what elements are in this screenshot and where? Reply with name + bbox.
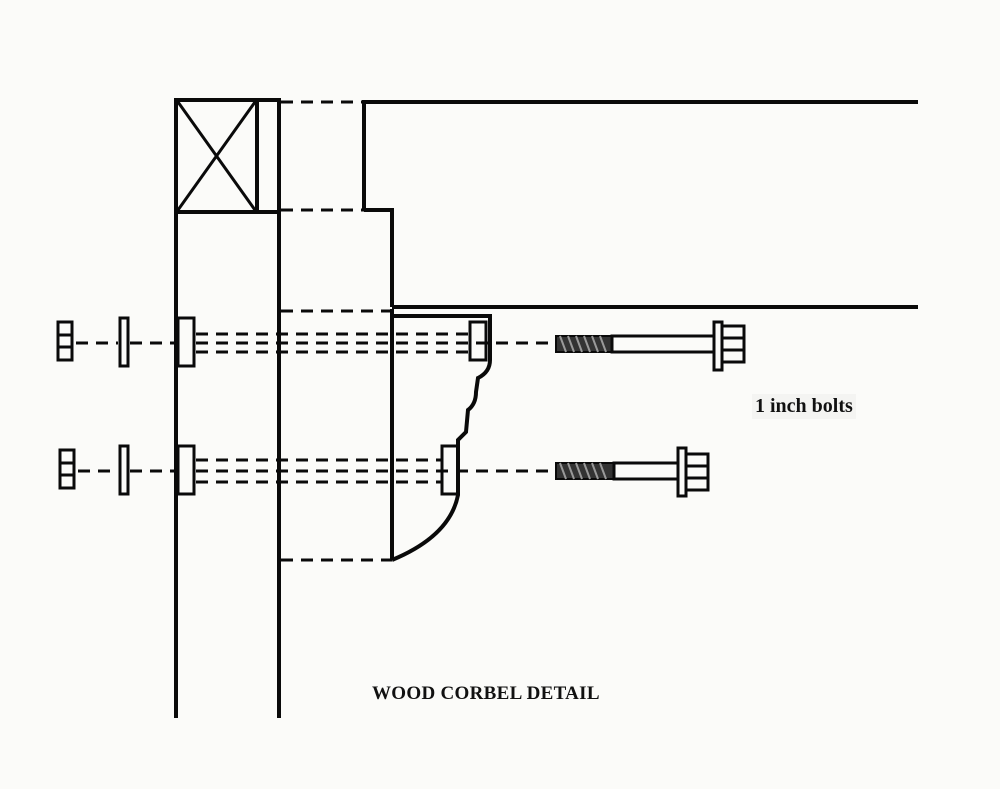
corbel: [281, 309, 492, 562]
nut-icon: [56, 320, 74, 362]
bolts-label: 1 inch bolts: [752, 394, 856, 419]
post-cross-section: [174, 98, 279, 214]
washer-icon: [118, 316, 130, 368]
beam: [281, 100, 918, 309]
top-bolt: [56, 316, 746, 372]
washer-icon: [118, 444, 130, 496]
bottom-bolt: [58, 444, 710, 498]
nut-icon: [58, 448, 76, 490]
drawing-title: WOOD CORBEL DETAIL: [372, 683, 600, 704]
